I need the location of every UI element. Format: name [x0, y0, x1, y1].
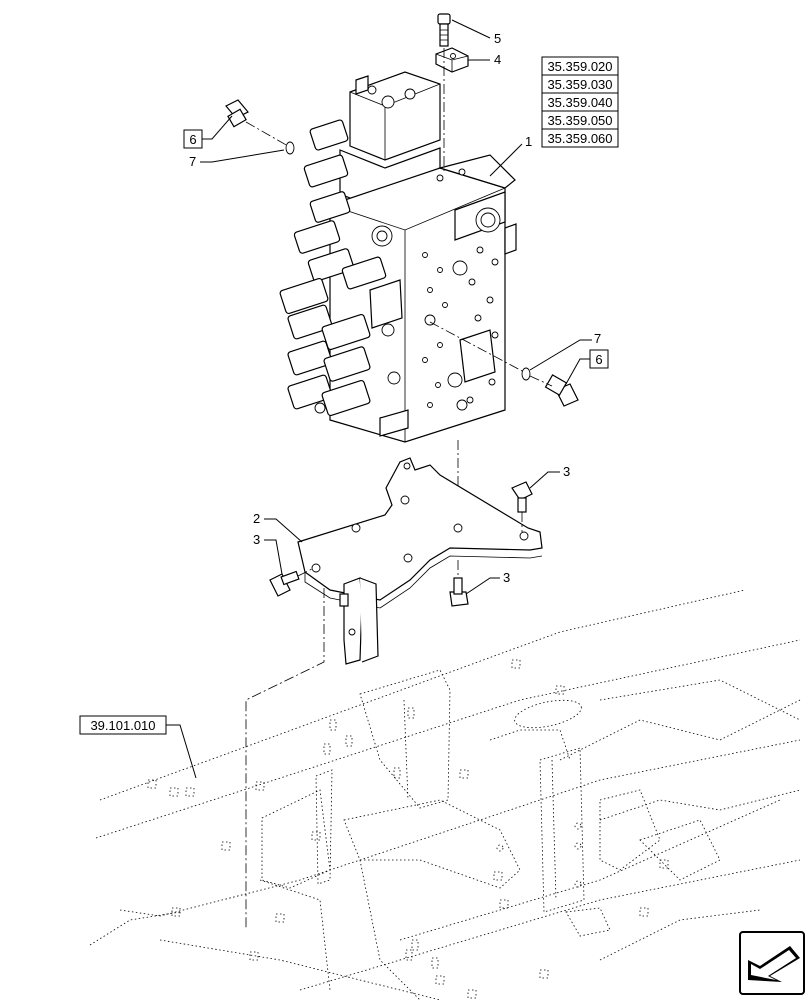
- seal-item-7-right: [521, 367, 531, 381]
- callout-6-right: 6: [595, 352, 602, 367]
- machine-frame: [89, 589, 801, 1001]
- callout-3-left: 3: [253, 532, 260, 547]
- bolt-item-3-right: [511, 481, 533, 513]
- callout-3-right: 3: [563, 464, 570, 479]
- reference-link[interactable]: 35.359.020: [547, 59, 612, 74]
- callout-2: 2: [253, 511, 260, 526]
- callout-5: 5: [494, 31, 501, 46]
- bolt-item-5: [437, 13, 451, 47]
- callout-1: 1: [525, 134, 532, 149]
- seal-item-7-upper: [285, 141, 295, 155]
- block-item-4: [435, 47, 469, 73]
- bolt-item-3-left: [269, 570, 300, 597]
- callout-7-upper: 7: [189, 154, 196, 169]
- next-page-arrow-icon[interactable]: [739, 931, 805, 995]
- callouts: 5 4 1 6 7 7 6 3 2 3 3: [183, 19, 609, 595]
- spool-caps: [279, 119, 403, 417]
- control-valve-assembly: [279, 71, 517, 443]
- bolt-item-3-bottom: [449, 577, 469, 607]
- callout-6-upper: 6: [189, 132, 196, 147]
- reference-table: 35.359.020 35.359.030 35.359.040 35.359.…: [541, 56, 619, 148]
- fitting-item-6-right: [544, 374, 579, 407]
- callout-4: 4: [494, 52, 501, 67]
- callout-7-right: 7: [594, 331, 601, 346]
- reference-link[interactable]: 35.359.040: [547, 95, 612, 110]
- valve-face-ports: [422, 246, 499, 411]
- frame-reference-label[interactable]: 39.101.010: [90, 718, 155, 733]
- reference-link[interactable]: 35.359.060: [547, 131, 612, 146]
- reference-link[interactable]: 35.359.030: [547, 77, 612, 92]
- mounting-bracket: [297, 457, 543, 665]
- fitting-item-6-upper: [225, 99, 249, 128]
- reference-link[interactable]: 35.359.050: [547, 113, 612, 128]
- frame-reference[interactable]: 39.101.010: [79, 715, 167, 735]
- callout-3-bottom: 3: [503, 570, 510, 585]
